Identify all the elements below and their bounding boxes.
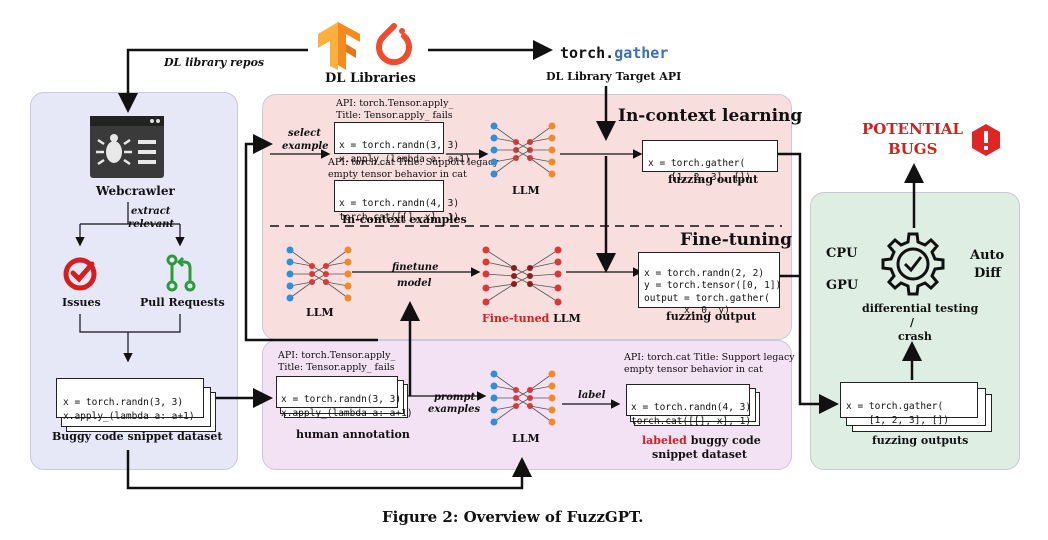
diff-testing-label: differential testing [862,302,979,315]
labeled-dataset-label-2: snippet dataset [652,448,747,461]
select-label: select [288,128,321,139]
ic-out-line1: x = torch.gather( [648,158,746,169]
ic-api2-line2: empty tensor behavior in cat [328,169,467,180]
ft-llm-label: LLM [306,306,334,319]
dl-libraries-label: DL Libraries [325,71,416,86]
relevant-label: relevant [128,219,174,230]
finetuned-llm-label: Fine-tuned LLM [482,312,581,325]
finetune-title: Fine-tuning [680,230,793,250]
example-label: example [282,141,329,152]
ft-out-line4: x, 0, y) [644,305,730,316]
an-api2-line1: API: torch.cat Title: Support legacy [624,352,795,363]
auto-label: Auto [970,248,1005,263]
an-llm-label: LLM [512,432,540,445]
an-code1-line1: x = torch.randn(3, 3) [281,394,402,405]
an-api1-line2: Title: Tensor.apply_ fails [278,362,395,373]
incontext-examples-label: In-context examples [342,213,467,226]
ft-output-label: fuzzing output [666,310,757,323]
labeled-red-text: labeled [642,434,687,447]
ic-code2-line2: torch.cat([[], x], 1) [339,212,460,223]
slash-label: / [910,316,915,329]
an-code2: x = torch.randn(4, 3) torch.cat([[], x],… [626,384,752,427]
diff-label: Diff [974,266,1001,281]
fo-line2: [1, 2, 3], []) [846,415,949,426]
model-label: model [397,278,432,289]
fuzzing-outputs-code: x = torch.gather( [1, 2, 3], []) [840,382,978,426]
ic-api2-line1: API: torch.cat Title: Support legacy [328,157,499,168]
target-api-code: torch.gather [560,44,668,62]
figure-caption: Figure 2: Overview of FuzzGPT. [382,508,644,526]
labeled-black-text: buggy code [686,434,761,447]
alert-icon [972,124,1000,156]
webcrawler-icon [90,116,164,178]
human-annotation-label: human annotation [296,428,410,441]
gpu-label: GPU [826,278,859,293]
fo-line1: x = torch.gather( [846,401,944,412]
incontext-title: In-context learning [618,106,803,126]
finetuned-red-text: Fine-tuned [482,312,550,325]
ft-output-code: x = torch.randn(2, 2) y = torch.tensor([… [638,252,782,316]
finetuned-llm-network-icon [482,246,562,306]
target-api-suffix: gather [614,44,669,62]
gear-check-icon [881,232,945,296]
an-api1-line1: API: torch.Tensor.apply_ [278,350,396,361]
ic-code1-line2: x.apply_(lambda a: a+1) [339,154,471,165]
cpu-label: CPU [826,246,858,261]
ic-code1: x = torch.randn(3, 3) x.apply_(lambda a:… [334,122,471,165]
buggy-snippet-code: x = torch.randn(3, 3) x.apply_(lambda a:… [56,378,204,422]
ic-code2: x = torch.randn(4, 3) torch.cat([[], x],… [334,180,459,223]
extract-label: extract [131,206,171,217]
pull-request-icon [166,254,196,292]
finetune-label: finetune [392,262,439,273]
webcrawler-label: Webcrawler [96,184,175,198]
prompt-label: prompt [434,392,476,403]
an-api2-line2: empty tensor behavior in cat [624,364,763,375]
pull-requests-label: Pull Requests [140,296,225,309]
target-api-prefix: torch. [560,44,615,62]
an-llm-network-icon [490,370,556,426]
dl-library-repos-label: DL library repos [164,56,265,69]
ic-llm-label: LLM [512,184,540,197]
issues-icon [63,257,97,291]
an-code1: x = torch.randn(3, 3) x.apply_(lambda a:… [276,376,413,419]
snippet-line-1: x = torch.randn(3, 3) [63,397,184,408]
ft-out-line3: output = torch.gather( [644,292,770,304]
crash-label: crash [898,330,932,343]
an-code2-line1: x = torch.randn(4, 3) [631,402,752,413]
ic-code2-line1: x = torch.randn(4, 3) [339,198,460,209]
base-llm-network-icon [286,246,352,302]
an-code2-line2: torch.cat([[], x], 1) [631,416,752,427]
ft-out-line1: x = torch.randn(2, 2) [644,267,765,279]
ft-out-line2: y = torch.tensor([0, 1]) [644,280,782,291]
finetuned-black-text: LLM [549,312,581,325]
snippet-line-2: x.apply_(lambda a: a+1) [63,411,195,422]
an-code1-line2: x.apply_(lambda a: a+1) [281,408,413,419]
ic-out-line2: [1, 2, 3], []) [648,172,751,183]
ic-api1-line1: API: torch.Tensor.apply_ [336,98,454,109]
ic-output-label: fuzzing output [668,173,759,186]
label-label: label [578,390,606,401]
examples-label: examples [428,404,481,415]
dataset-label: Buggy code snippet dataset [52,430,223,443]
tensorflow-logo-icon [318,22,360,70]
issues-label: Issues [62,296,101,309]
target-api-label: DL Library Target API [546,70,682,83]
ic-code1-line1: x = torch.randn(3, 3) [339,140,460,151]
labeled-dataset-label: labeled buggy code [642,434,761,447]
bugs-label: BUGS [888,140,938,158]
potential-label: POTENTIAL [862,120,964,138]
llm-network-icon [490,122,556,178]
pytorch-logo-icon [376,23,412,66]
fuzzing-outputs-label: fuzzing outputs [872,434,969,447]
ic-api1-line2: Title: Tensor.apply_ fails [336,110,453,121]
ic-output-code: x = torch.gather( [1, 2, 3], []) [642,140,778,183]
